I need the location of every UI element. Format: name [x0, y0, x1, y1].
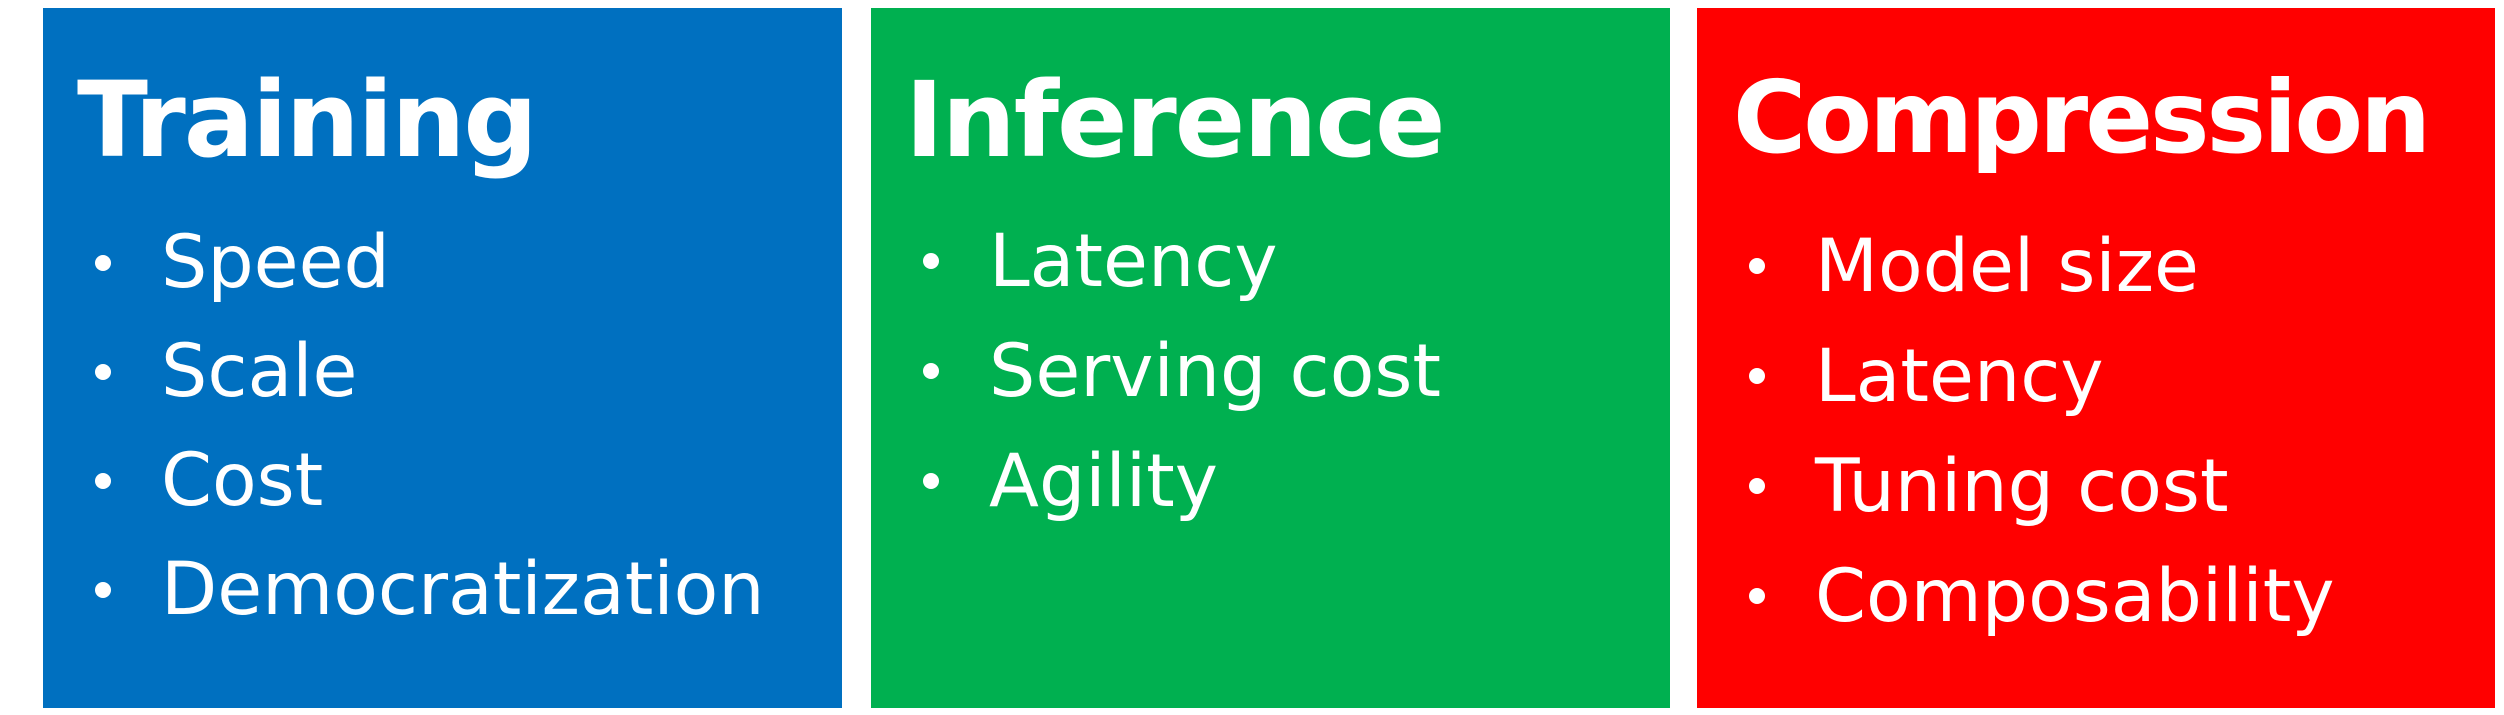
bullet-icon [1749, 258, 1765, 274]
bullet-icon [1749, 478, 1765, 494]
bullet-text: Model size [1815, 223, 2199, 309]
bullet-icon [1749, 368, 1765, 384]
training-title: Training [77, 59, 538, 181]
bullet-icon [95, 254, 111, 271]
bullet-text: Cost [161, 438, 324, 523]
bullet-text: Tuning cost [1815, 443, 2229, 529]
bullet-icon [95, 472, 111, 489]
compression-title: Compression [1733, 59, 2431, 176]
list-item: Latency [911, 206, 1441, 316]
bullet-icon [95, 581, 111, 598]
bullet-text: Serving cost [989, 328, 1442, 414]
list-item: Agility [911, 426, 1441, 536]
bullet-text: Latency [989, 218, 1278, 304]
bullet-text: Scale [161, 329, 358, 414]
bullet-text: Speed [161, 220, 390, 305]
bullet-text: Democratization [161, 547, 765, 632]
list-item: Model size [1737, 211, 2335, 321]
bullet-icon [923, 253, 939, 269]
list-item: Latency [1737, 321, 2335, 431]
bullet-icon [923, 473, 939, 489]
bullet-icon [923, 363, 939, 379]
inference-list: Latency Serving cost Agility [911, 206, 1441, 536]
list-item: Cost [83, 426, 765, 535]
bullet-text: Latency [1815, 333, 2104, 419]
bullet-icon [1749, 588, 1765, 604]
compression-list: Model size Latency Tuning cost Composabi… [1737, 211, 2335, 651]
list-item: Tuning cost [1737, 431, 2335, 541]
training-list: Speed Scale Cost Democratization [83, 208, 765, 644]
list-item: Speed [83, 208, 765, 317]
bullet-icon [95, 363, 111, 380]
compression-panel: Compression Model size Latency Tuning co… [1697, 8, 2495, 708]
list-item: Democratization [83, 535, 765, 644]
list-item: Scale [83, 317, 765, 426]
list-item: Serving cost [911, 316, 1441, 426]
inference-title: Inference [905, 59, 1446, 181]
list-item: Composability [1737, 541, 2335, 651]
inference-panel: Inference Latency Serving cost Agility [871, 8, 1670, 708]
bullet-text: Agility [989, 438, 1218, 524]
training-panel: Training Speed Scale Cost Democratizatio… [43, 8, 842, 708]
bullet-text: Composability [1815, 553, 2335, 639]
